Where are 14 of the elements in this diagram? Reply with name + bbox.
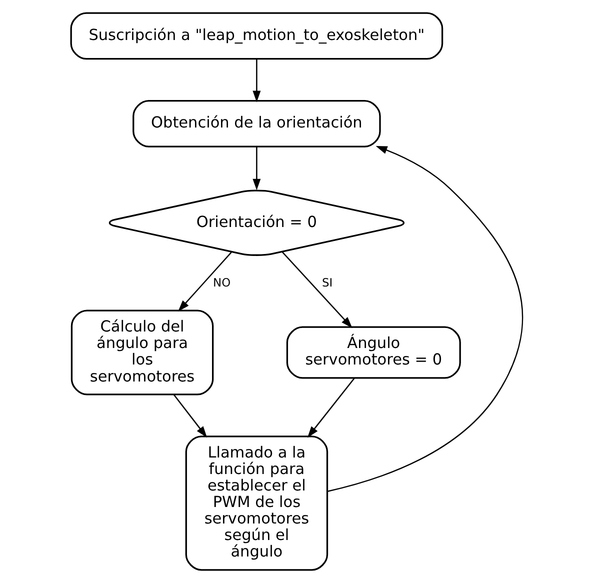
- arrow: [252, 146, 261, 190]
- edge-label: SI: [322, 276, 333, 290]
- arrow: [252, 59, 261, 102]
- arrow: [173, 394, 208, 438]
- node-box: Obtención de la orientación: [132, 100, 381, 148]
- edge-label: NO: [213, 276, 231, 290]
- arrow: [178, 252, 232, 312]
- node-box: Ángulo servomotores = 0: [286, 326, 461, 379]
- node-box: Llamado a la función para establecer el PWM de los servomotores según el ángulo: [185, 436, 328, 571]
- node-box: Cálculo del ángulo para los servomotores: [70, 310, 214, 396]
- arrow: [327, 146, 524, 492]
- arrow: [307, 378, 355, 438]
- node-box: Suscripción a "leap_motion_to_exoskeleton": [70, 12, 444, 60]
- arrow: [282, 251, 352, 328]
